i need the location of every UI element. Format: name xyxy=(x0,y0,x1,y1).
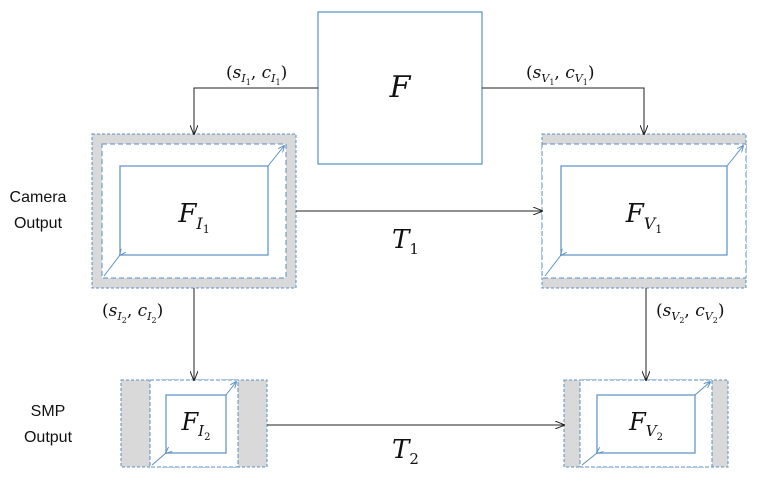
row-label-camera: Camera Output xyxy=(10,189,67,232)
scale-arrow-icon xyxy=(581,453,597,466)
frame-FV2-label: FV2 xyxy=(628,408,663,443)
scale-arrow-icon xyxy=(544,255,561,277)
scale-arrow-icon xyxy=(225,382,236,396)
label-T1: T1 xyxy=(392,225,419,258)
label-T2: T2 xyxy=(392,435,419,468)
scale-arrow-icon xyxy=(151,453,166,466)
row-label-camera-line1: Camera xyxy=(10,189,67,206)
label-sc-I1: (sI1, cI1) xyxy=(226,63,287,87)
frame-FV2: FV2 xyxy=(563,379,729,468)
row-label-smp-line2: Output xyxy=(24,429,73,446)
frame-FV1: FV1 xyxy=(541,133,747,289)
row-label-camera-line2: Output xyxy=(14,215,63,232)
frame-FI1: FI1 xyxy=(91,133,297,289)
frame-F: F xyxy=(317,11,483,165)
frame-FI2: FI2 xyxy=(120,379,268,468)
arrow-F-to-FV1 xyxy=(482,87,644,134)
arrow-F-to-FI1 xyxy=(194,87,318,134)
row-label-smp: SMP Output xyxy=(24,403,73,446)
scale-arrow-icon xyxy=(694,382,710,396)
frame-FI2-label: FI2 xyxy=(181,408,211,443)
frame-FI1-label: FI1 xyxy=(177,199,209,236)
label-sc-V1: (sV1, cV1) xyxy=(526,63,594,87)
frame-FV1-label: FV1 xyxy=(625,199,663,236)
row-label-smp-line1: SMP xyxy=(31,403,66,420)
frame-F-label: F xyxy=(389,70,412,105)
scale-arrow-icon xyxy=(103,255,120,277)
label-sc-V2: (sV2, cV2) xyxy=(656,301,724,325)
scale-arrow-icon xyxy=(726,146,743,167)
scale-arrow-icon xyxy=(267,146,284,167)
label-sc-I2: (sI2, cI2) xyxy=(102,301,163,325)
